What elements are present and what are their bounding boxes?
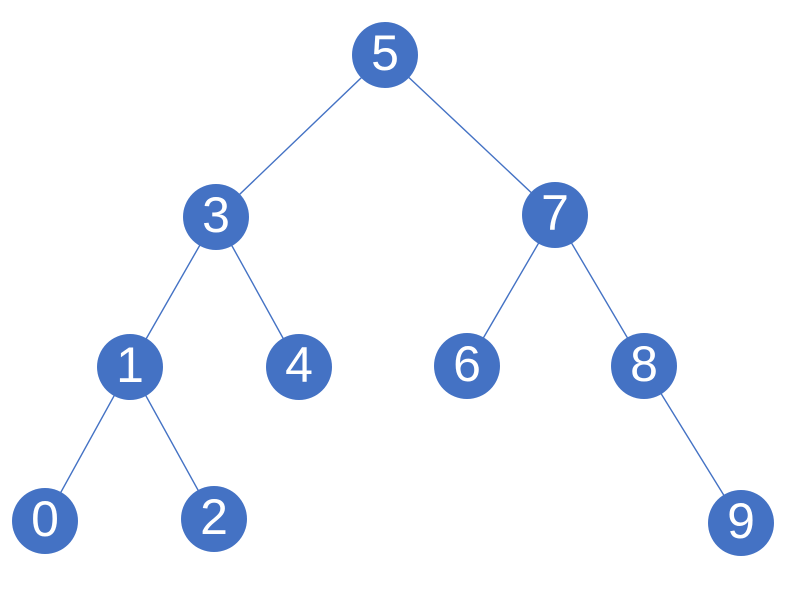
tree-node-2: 2	[181, 486, 247, 552]
tree-node-3: 3	[183, 184, 249, 250]
tree-node-6: 6	[434, 333, 500, 399]
tree-node-0: 0	[12, 488, 78, 554]
tree-node-8: 8	[611, 333, 677, 399]
tree-node-9: 9	[708, 490, 774, 556]
tree-node-1: 1	[97, 334, 163, 400]
edge-5-7	[384, 54, 556, 216]
tree-node-7: 7	[522, 182, 588, 248]
edge-5-3	[215, 54, 386, 218]
tree-node-4: 4	[266, 334, 332, 400]
tree-node-5: 5	[352, 22, 418, 88]
